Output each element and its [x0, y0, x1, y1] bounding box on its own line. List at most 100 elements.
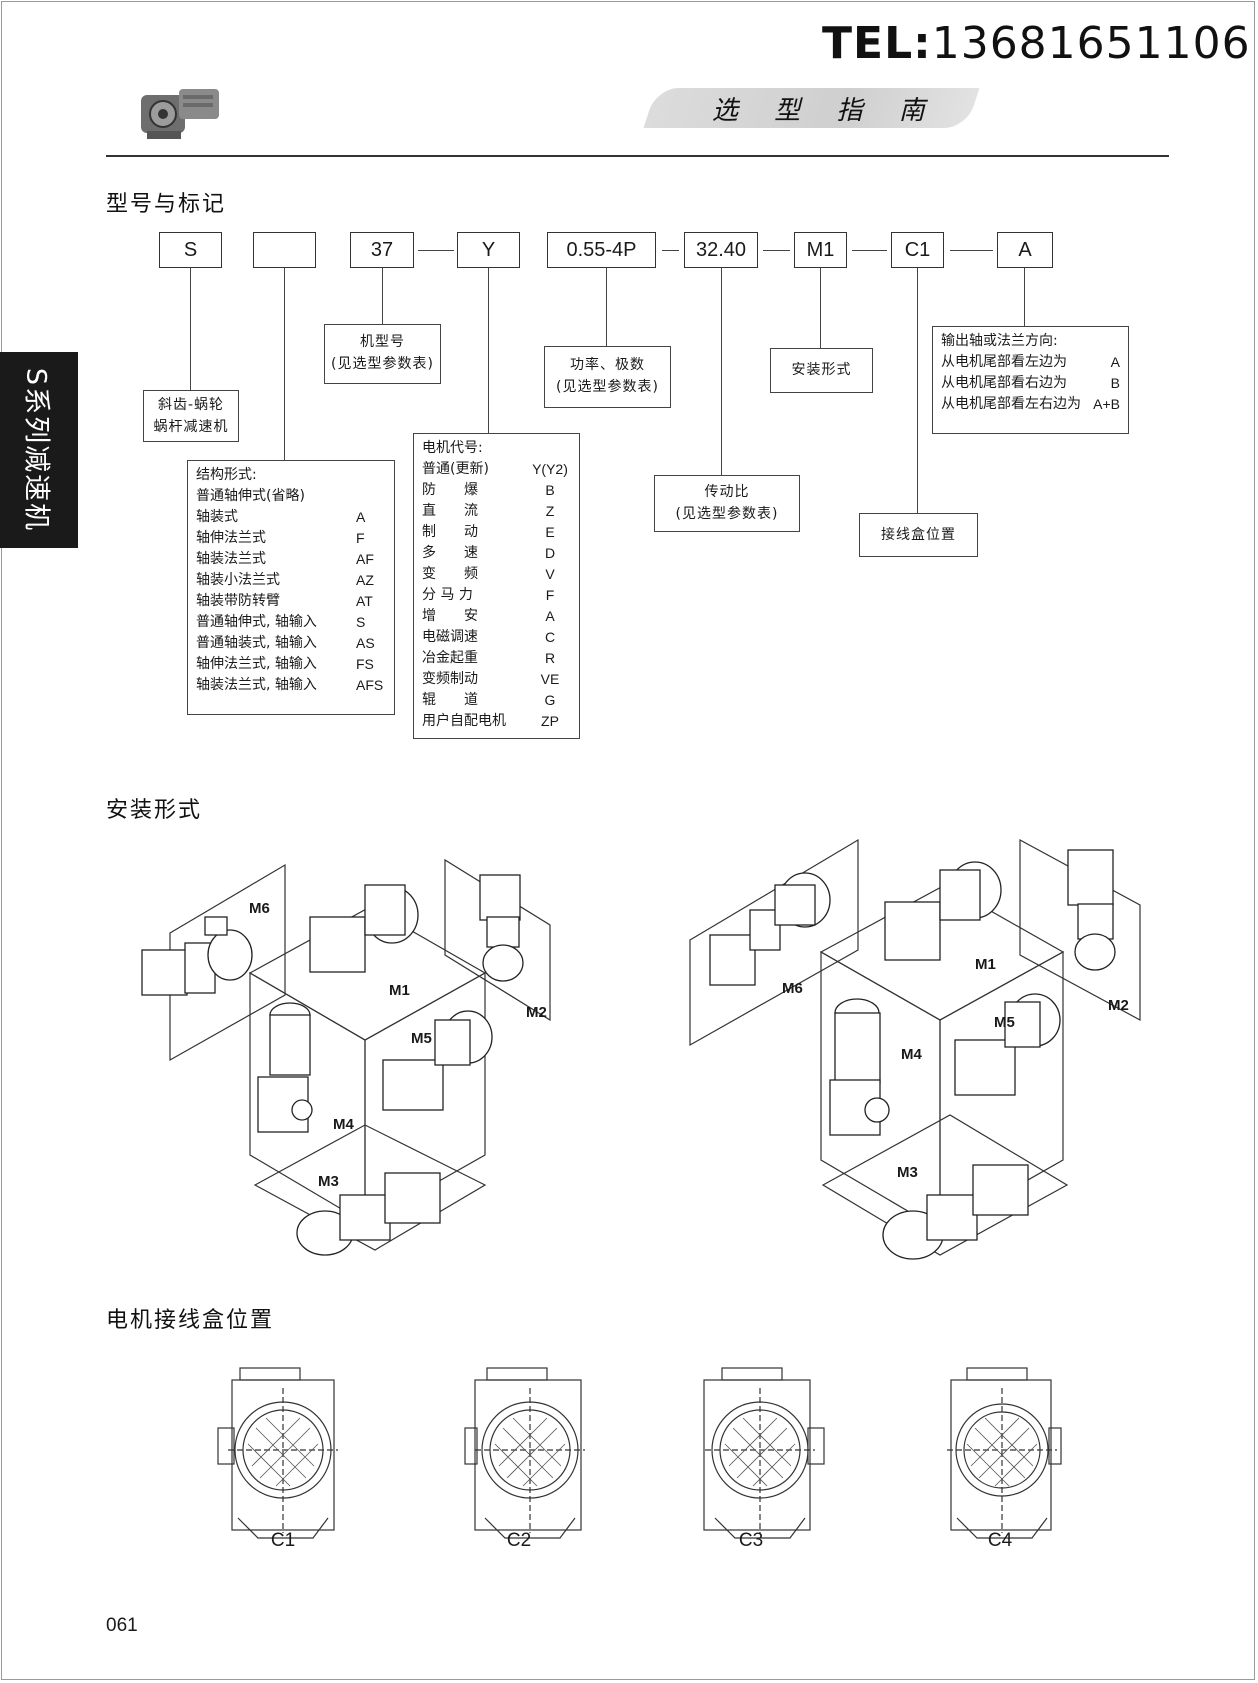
leader-line: [1024, 268, 1025, 326]
code-box-size: 37: [350, 232, 414, 268]
leader-line: [382, 268, 383, 324]
note-ratio-line2: (见选型参数表): [675, 506, 779, 522]
row-code: G: [544, 692, 556, 708]
terminal-view-c3: [703, 1367, 825, 1539]
mount-label-m3-right: M3: [897, 1164, 918, 1181]
row-code: Y(Y2): [532, 461, 568, 477]
row-code: AT: [356, 593, 373, 609]
row-label: 直 流: [422, 503, 478, 519]
structure-title: 结构形式:: [196, 465, 386, 486]
row-label: 普通(更新): [422, 461, 489, 477]
code-box-direction: A: [997, 232, 1053, 268]
row-label: 轴装小法兰式: [196, 572, 280, 588]
row-label: 变频制动: [422, 671, 478, 687]
row-code: Z: [545, 503, 555, 519]
structure-row: 普通轴伸式(省略): [196, 486, 386, 507]
note-ratio: 传动比 (见选型参数表): [654, 475, 800, 532]
structure-row: 普通轴装式, 轴输入 AS: [196, 633, 386, 654]
note-frame-size-line1: 机型号: [360, 334, 405, 350]
side-tab: S系列减速机: [0, 352, 78, 548]
row-code: B: [1110, 375, 1120, 391]
leader-line: [721, 268, 722, 475]
row-label: 增 安: [422, 608, 478, 624]
tel-label: TEL:: [822, 18, 932, 69]
row-label: 轴装式: [196, 509, 238, 525]
mount-label-m6-right: M6: [782, 980, 803, 997]
mount-label-m5: M5: [411, 1030, 432, 1047]
note-power-line2: (见选型参数表): [556, 379, 659, 395]
leader-line: [606, 268, 607, 346]
row-code: AS: [356, 635, 375, 651]
row-code: AZ: [356, 572, 374, 588]
code-box-mounting: M1: [794, 232, 847, 268]
row-label: 辊 道: [422, 692, 478, 708]
terminal-view-c4: [947, 1367, 1062, 1539]
row-label: 普通轴伸式, 轴输入: [196, 614, 317, 630]
code-box-series: S: [159, 232, 222, 268]
row-label: 从电机尾部看右边为: [941, 375, 1067, 391]
structure-title-text: 结构形式:: [196, 467, 257, 483]
mounting-diagram-left: [141, 858, 551, 1256]
row-code: FS: [356, 656, 374, 672]
leader-line: [820, 268, 821, 348]
row-label: 轴伸法兰式, 轴输入: [196, 656, 317, 672]
leader-line: [488, 268, 489, 433]
row-code: A: [1110, 354, 1120, 370]
row-code: AF: [356, 551, 374, 567]
note-series-line1: 斜齿-蜗轮: [157, 397, 225, 413]
row-code: V: [545, 566, 555, 582]
structure-row: 轴装小法兰式 AZ: [196, 570, 386, 591]
row-label: 普通轴装式, 轴输入: [196, 635, 317, 651]
row-label: 制 动: [422, 524, 478, 540]
row-label: 防 爆: [422, 482, 478, 498]
output-direction-title-text: 输出轴或法兰方向:: [941, 333, 1058, 349]
mount-label-m2: M2: [526, 1004, 547, 1021]
row-code: AFS: [356, 677, 384, 693]
code-box-power: 0.55-4P: [547, 232, 656, 268]
row-label: 轴装法兰式, 轴输入: [196, 677, 317, 693]
row-label: 冶金起重: [422, 650, 478, 666]
mount-label-m1-right: M1: [975, 956, 996, 973]
code-box-structure: [253, 232, 316, 268]
note-terminal-position: 接线盒位置: [859, 513, 978, 557]
mount-label-m4: M4: [333, 1116, 354, 1133]
leader-line: [284, 268, 285, 460]
section-mounting-title: 安装形式: [106, 798, 203, 823]
row-label: 分 马 力: [422, 587, 473, 603]
header-rule: [106, 155, 1169, 157]
row-label: 用户自配电机: [422, 713, 506, 729]
tel-number: 13681651106: [931, 18, 1251, 69]
note-power: 功率、极数 (见选型参数表): [544, 346, 671, 408]
output-direction-row: 从电机尾部看右边为 B: [941, 373, 1120, 394]
terminal-label-c1: C1: [270, 1530, 296, 1551]
structure-row: 轴装法兰式, 轴输入 AFS: [196, 675, 386, 696]
row-label: 普通轴伸式(省略): [196, 488, 305, 504]
mount-label-m2-right: M2: [1108, 997, 1129, 1014]
row-code: F: [356, 530, 365, 546]
motor-row: 普通(更新) Y(Y2): [422, 459, 571, 480]
leader-line: [190, 268, 191, 390]
terminal-label-c4: C4: [987, 1530, 1013, 1551]
page-number: 061: [106, 1615, 138, 1636]
section-model-title: 型号与标记: [106, 192, 227, 217]
side-tab-label: S系列减速机: [20, 367, 52, 533]
connector-dash: [662, 250, 679, 251]
row-code: D: [544, 545, 556, 561]
row-label: 从电机尾部看左右边为: [941, 396, 1081, 412]
code-box-motor: Y: [457, 232, 520, 268]
